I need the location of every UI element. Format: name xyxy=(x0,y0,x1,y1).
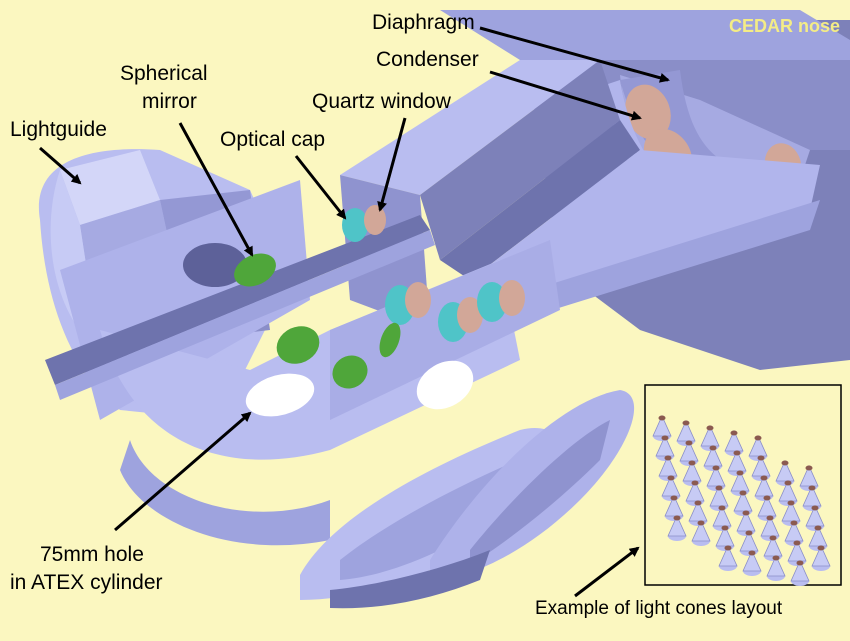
light-cone xyxy=(790,560,810,586)
light-cone xyxy=(808,525,828,551)
front-rail xyxy=(45,215,435,400)
light-cone xyxy=(718,545,738,571)
label-spherical-mirror-line1: Spherical xyxy=(120,62,208,85)
light-cone xyxy=(700,425,720,451)
diagram-title: CEDAR nose xyxy=(729,16,841,36)
label-diaphragm: Diaphragm xyxy=(372,11,475,34)
light-cone xyxy=(682,460,702,486)
quartz-window-7 xyxy=(477,282,507,322)
arrow-lightguide xyxy=(39,146,82,185)
quartz-window-1 xyxy=(342,208,368,242)
arrow-condenser xyxy=(489,70,642,121)
light-cone xyxy=(658,455,678,481)
quartz-window-6 xyxy=(457,297,483,333)
mirror-hole-upper xyxy=(183,243,247,287)
light-cone xyxy=(667,515,687,541)
atex-hole-right xyxy=(416,360,474,410)
label-hole-line1: 75mm hole xyxy=(40,543,144,566)
spherical-mirror-1 xyxy=(234,253,276,287)
spherical-mirrors xyxy=(234,253,401,389)
lower-lightguides xyxy=(300,390,635,609)
arrow-quartz-window xyxy=(377,117,407,212)
light-cone xyxy=(766,555,786,581)
arrow-spherical-mirror xyxy=(178,122,254,257)
spherical-mirror-4 xyxy=(379,322,401,358)
label-lightguide: Lightguide xyxy=(10,118,107,141)
light-cones-inset xyxy=(644,384,842,586)
arrow-hole xyxy=(114,411,252,532)
light-cone xyxy=(709,485,729,511)
arrow-optical-cap xyxy=(294,155,347,220)
arrows xyxy=(39,26,670,598)
light-cone xyxy=(799,465,819,491)
quartz-window-2 xyxy=(364,205,386,235)
label-spherical-mirror-line2: mirror xyxy=(142,90,197,113)
inset-caption: Example of light cones layout xyxy=(535,598,783,619)
light-cone xyxy=(676,420,696,446)
spherical-mirror-3 xyxy=(332,355,368,389)
arrow-diaphragm xyxy=(479,26,670,83)
label-condenser: Condenser xyxy=(376,48,479,71)
condenser-lens-1 xyxy=(625,84,671,140)
light-cone xyxy=(691,520,711,546)
label-quartz-window: Quartz window xyxy=(312,90,451,113)
quartz-window-8 xyxy=(499,280,525,316)
quartz-window-4 xyxy=(405,282,431,318)
light-cones-grid xyxy=(652,415,831,586)
spherical-mirror-2 xyxy=(276,326,320,364)
light-cone xyxy=(811,545,831,571)
label-optical-cap: Optical cap xyxy=(220,128,326,151)
optical-caps xyxy=(342,205,525,342)
light-cone xyxy=(679,440,699,466)
light-cone xyxy=(712,505,732,531)
arrow-inset xyxy=(574,546,640,598)
light-cone xyxy=(742,550,762,576)
label-hole-line2: in ATEX cylinder xyxy=(10,571,163,594)
light-cone xyxy=(730,470,750,496)
atex-hole-left xyxy=(245,373,315,417)
light-cone xyxy=(685,480,705,506)
light-cone xyxy=(781,500,801,526)
